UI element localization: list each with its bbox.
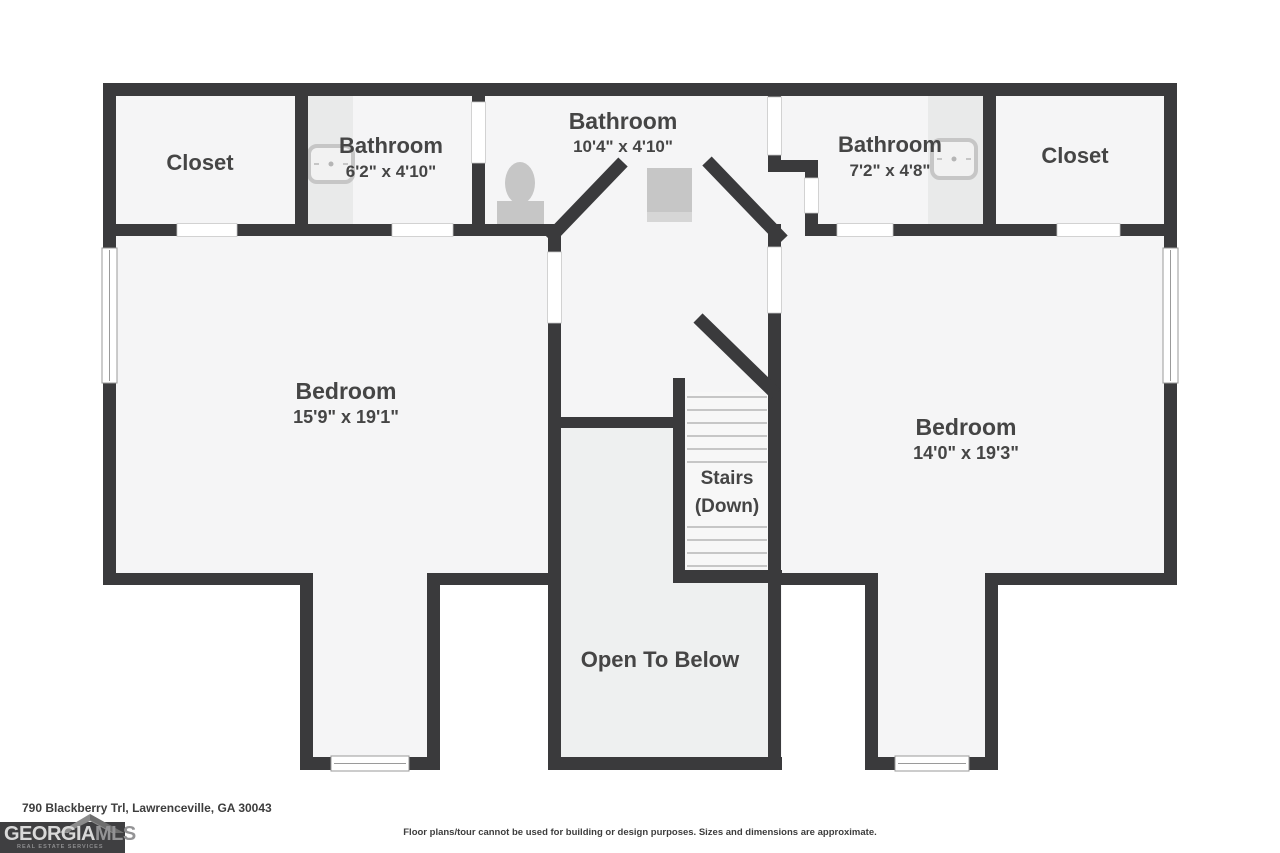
hall-cabinet-icon [647,168,692,222]
property-address: 790 Blackberry Trl, Lawrenceville, GA 30… [22,801,272,815]
logo-brand: GEORGIA [4,823,95,845]
open-to-below-area [561,428,769,757]
window-right-wall [1162,247,1179,384]
stairs-label-backdrop [687,463,767,517]
logo-roof-icon [58,814,124,833]
room-dims-bedroom-right: 14'0" x 19'3" [913,443,1019,463]
room-dims-bathroom-right: 7'2" x 4'8" [850,161,931,180]
fixtures [307,138,978,226]
windows [101,247,1179,772]
window-left-dormer [330,755,410,772]
room-label-bedroom-right: Bedroom [916,414,1017,440]
room-label-bathroom-center: Bathroom [569,108,678,134]
logo-wordmark: GEORGIAMLS [4,824,136,844]
disclaimer-text: Floor plans/tour cannot be used for buil… [403,827,877,838]
sink-icon-right [930,138,978,180]
room-dims-bathroom-left: 6'2" x 4'10" [346,162,436,181]
logo-tagline: REAL ESTATE SERVICES [17,844,104,850]
georgia-mls-logo: GEORGIAMLS REAL ESTATE SERVICES [0,814,136,853]
room-label-closet-right: Closet [1041,143,1109,168]
room-label-bedroom-left: Bedroom [296,378,397,404]
room-label-bathroom-right: Bathroom [838,132,942,157]
room-label-bathroom-left: Bathroom [339,133,443,158]
logo-brand-suffix: MLS [94,823,136,845]
room-dims-bathroom-center: 10'4" x 4'10" [573,137,673,156]
room-labels: Closet Bathroom 6'2" x 4'10" Bathroom 10… [166,108,1109,672]
walls [103,83,1177,770]
sink-icon-left [307,144,355,184]
room-label-open-to-below: Open To Below [581,647,740,672]
angled-walls [544,156,788,399]
room-sublabel-stairs: (Down) [695,496,759,517]
room-dims-bedroom-left: 15'9" x 19'1" [293,407,399,427]
window-right-dormer [894,755,970,772]
door-openings [176,96,1121,324]
room-label-closet-left: Closet [166,150,234,175]
window-left-wall [101,247,118,384]
room-label-stairs: Stairs [701,468,754,489]
toilet-icon [497,162,544,226]
